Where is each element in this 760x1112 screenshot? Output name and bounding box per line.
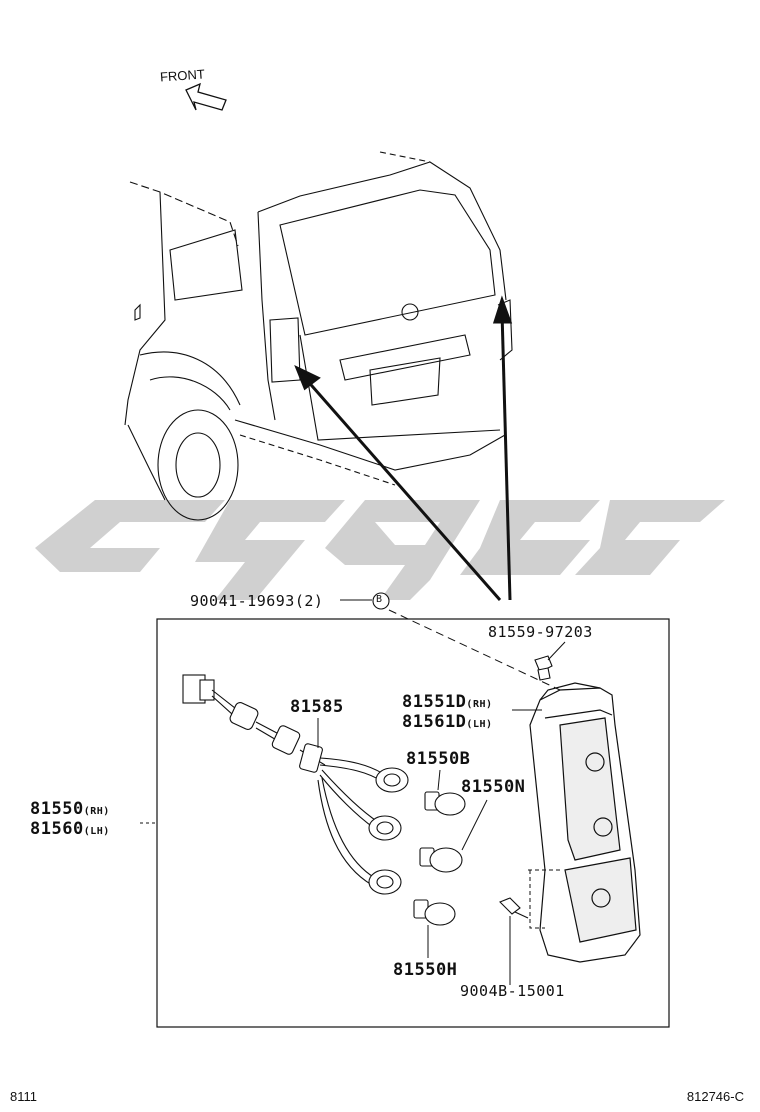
ref-b-circle [372,592,390,610]
bulb-sockets [368,767,409,895]
tail-lamp-lens [529,682,641,963]
part-label-90041: 90041-19693(2) [190,592,323,610]
part-label-81550n: 81550N [461,777,526,797]
clip-icon [534,655,553,681]
wiring-harness [182,674,386,886]
part-code: 90041-19693 [190,592,295,610]
front-label: FRONT [159,66,206,85]
part-code: 81550 [30,799,84,819]
part-label-81585: 81585 [290,697,344,717]
part-code: 81561D [402,712,467,732]
part-side: (RH) [83,806,110,817]
footer-left-code: 8111 [10,1089,37,1104]
part-side: (LH) [83,826,110,837]
part-label-81551d: 81551D(RH) [402,692,493,712]
part-label-81561d: 81561D(LH) [402,712,493,732]
part-side: (LH) [466,719,493,730]
footer-right-code: 812746-C [686,1089,744,1104]
part-label-81550: 81550(RH) [30,799,110,819]
part-label-81550h: 81550H [393,960,458,980]
screw-icon [499,897,529,919]
part-qty: (2) [294,592,324,610]
part-code: 81560 [30,819,84,839]
watermark-logo [35,500,725,600]
bulb-81550h-icon [413,899,456,926]
detail-frame [156,618,670,1028]
vehicle-rear-illustration [124,151,513,521]
bulb-81550n-icon [419,847,463,873]
part-label-81550b: 81550B [406,749,471,769]
front-arrow-icon [185,82,227,111]
part-label-9004b: 9004B-15001 [460,982,565,1000]
pointer-arrows [294,295,513,601]
bulb-81550b-icon [424,791,466,816]
part-side: (RH) [466,699,493,710]
bulbs [413,791,466,926]
part-code: 81551D [402,692,467,712]
ref-b-label: B [376,594,383,605]
leader-lines [317,709,560,985]
part-label-81559: 81559-97203 [488,623,593,641]
part-label-81560: 81560(LH) [30,819,110,839]
